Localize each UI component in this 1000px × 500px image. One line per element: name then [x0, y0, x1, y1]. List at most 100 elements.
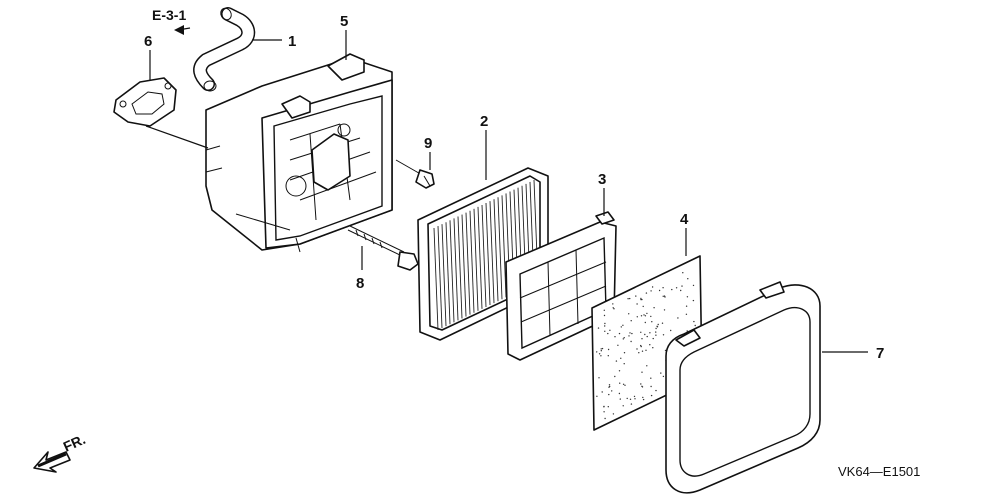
callout-4: 4: [680, 211, 689, 228]
callout-5: 5: [340, 13, 348, 30]
foam-texture-dot: [596, 395, 598, 397]
foam-texture-dot: [642, 305, 644, 308]
filter-pleat: [493, 199, 499, 302]
foam-texture-dot: [601, 347, 604, 350]
foam-texture-dot: [651, 286, 654, 288]
foam-texture-dot: [685, 313, 688, 315]
foam-texture-dot: [615, 360, 618, 362]
foam-texture-dot: [640, 297, 642, 300]
foam-texture-dot: [644, 333, 646, 336]
foam-texture-dot: [601, 391, 603, 393]
part-5-air-cleaner-case: [205, 53, 393, 253]
foam-texture-dot: [630, 320, 632, 322]
foam-texture-dot: [640, 383, 642, 385]
foam-texture-dot: [650, 394, 653, 397]
foam-texture-dot: [627, 298, 629, 300]
foam-texture-dot: [609, 385, 611, 388]
foam-texture-dot: [608, 393, 610, 396]
foam-texture-dot: [646, 312, 648, 315]
foam-texture-dot: [612, 303, 614, 305]
foam-texture-dot: [658, 289, 661, 292]
foam-texture-dot: [622, 338, 624, 340]
foam-texture-dot: [603, 406, 605, 408]
foam-texture-dot: [604, 417, 606, 420]
foam-texture-dot: [636, 303, 638, 305]
foam-texture-dot: [662, 287, 664, 289]
callout-8: 8: [356, 275, 364, 292]
callout-1: 1: [288, 33, 296, 50]
part-6-gasket: [113, 77, 177, 127]
foam-texture-dot: [618, 332, 621, 335]
foam-texture-dot: [607, 355, 609, 357]
filter-pleat: [437, 226, 443, 329]
foam-texture-dot: [628, 335, 630, 337]
callout-6: 6: [144, 33, 152, 50]
foam-texture-dot: [664, 296, 666, 298]
foam-texture-dot: [596, 351, 598, 353]
foam-texture-dot: [607, 348, 610, 351]
part-1-breather-tube: [193, 7, 256, 92]
foam-texture-dot: [622, 324, 624, 326]
foam-texture-dot: [661, 322, 664, 324]
foam-texture-dot: [622, 405, 624, 407]
foam-texture-dot: [662, 295, 664, 297]
callout-9: 9: [424, 135, 432, 152]
foam-texture-dot: [653, 307, 655, 309]
part-8-long-bolt: [347, 225, 419, 271]
foam-texture-dot: [641, 371, 643, 373]
foam-texture-dot: [614, 375, 616, 378]
filter-pleat: [481, 204, 487, 307]
foam-texture-dot: [613, 308, 615, 310]
foam-texture-dot: [644, 315, 647, 317]
foam-texture-dot: [612, 413, 615, 415]
foam-texture-dot: [655, 334, 657, 336]
callout-3: 3: [598, 171, 606, 188]
foam-texture-dot: [607, 406, 609, 408]
foam-texture-dot: [600, 350, 602, 352]
foam-texture-dot: [620, 357, 622, 359]
filter-pleat: [501, 195, 507, 298]
foam-texture-dot: [657, 323, 659, 326]
foam-texture-dot: [631, 332, 633, 335]
foam-texture-dot: [649, 344, 651, 346]
filter-pleat: [433, 227, 439, 331]
foam-texture-dot: [612, 307, 614, 309]
foam-texture-dot: [656, 325, 658, 327]
foam-texture-dot: [686, 330, 688, 332]
foam-texture-dot: [640, 331, 642, 333]
foam-texture-dot: [663, 309, 666, 311]
foam-texture-dot: [677, 317, 679, 319]
foam-texture-dot: [640, 315, 643, 317]
leader-lines: [145, 30, 868, 353]
foam-texture-dot: [620, 326, 622, 328]
foam-texture-dot: [671, 288, 673, 291]
filter-pleat: [497, 197, 503, 300]
foam-texture-dot: [636, 316, 638, 318]
foam-texture-dot: [694, 324, 696, 327]
foam-texture-dot: [651, 321, 653, 323]
foam-texture-dot: [629, 332, 631, 334]
foam-texture-dot: [646, 365, 648, 367]
foam-texture-dot: [644, 321, 646, 324]
callout-2: 2: [480, 113, 488, 130]
foam-texture-dot: [608, 384, 611, 386]
foam-texture-dot: [629, 297, 631, 300]
foam-texture-dot: [618, 392, 621, 395]
foam-texture-dot: [623, 337, 625, 339]
filter-pleat: [465, 212, 471, 315]
reference-label: E-3-1: [152, 7, 186, 23]
foam-texture-dot: [598, 353, 601, 355]
foam-texture-dot: [693, 320, 695, 323]
filter-pleat: [441, 224, 447, 327]
foam-texture-dot: [626, 397, 628, 400]
foam-texture-dot: [636, 348, 638, 350]
foam-texture-dot: [628, 313, 630, 315]
foam-texture-dot: [660, 372, 662, 374]
foam-texture-dot: [685, 305, 688, 307]
foam-texture-dot: [652, 347, 654, 349]
part-3-filter-grid: [505, 211, 617, 361]
foam-texture-dot: [604, 330, 606, 332]
reference-marker: E-3-1: [152, 7, 191, 35]
foam-texture-dot: [650, 377, 652, 379]
